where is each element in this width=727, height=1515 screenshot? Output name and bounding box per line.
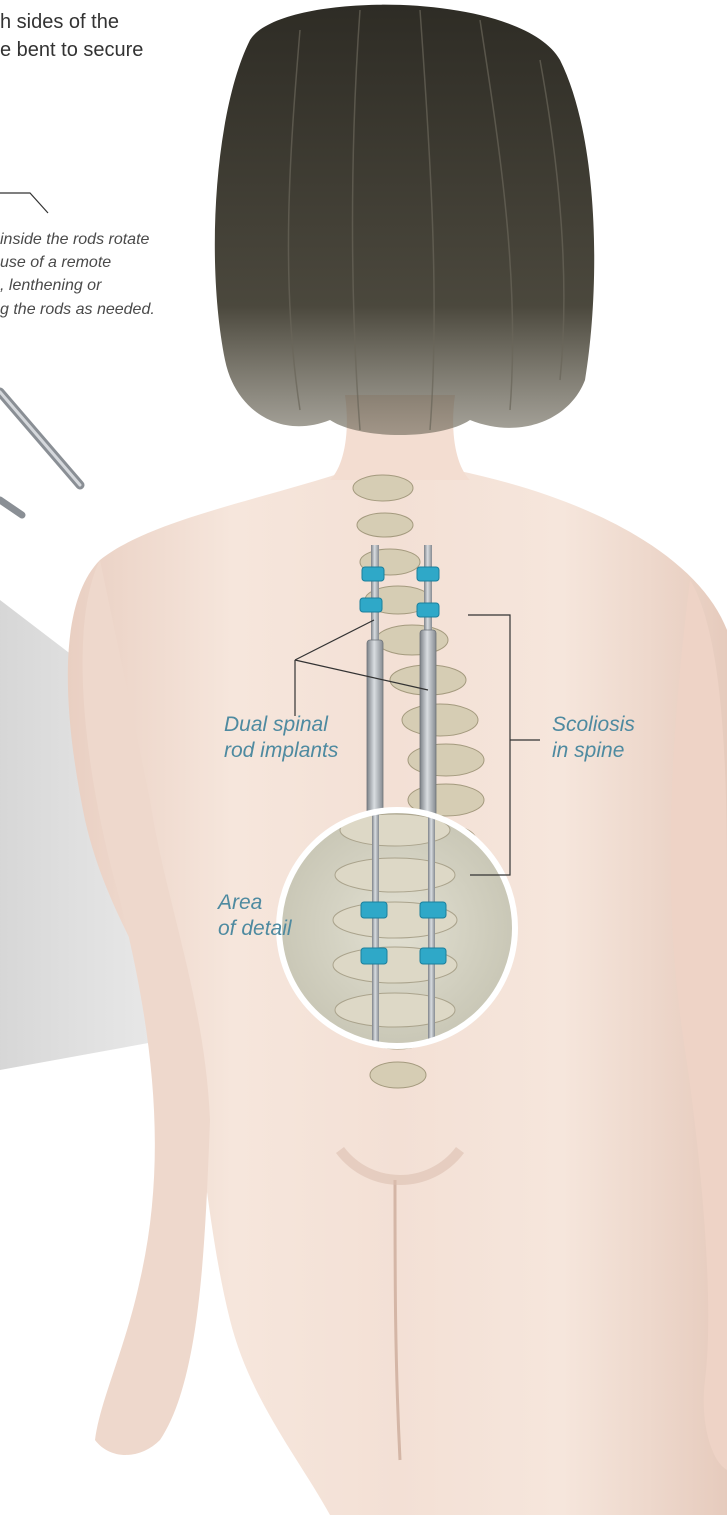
mechanism-note-line-1: inside the rods rotate xyxy=(0,228,155,251)
rods-label: Dual spinal rod implants xyxy=(224,712,338,765)
mechanism-note-line-2: use of a remote xyxy=(0,251,155,274)
scoliosis-label-line-2: in spine xyxy=(552,738,635,764)
mechanism-note-line-3: , lenthening or xyxy=(0,274,155,297)
detail-label-line-1: Area xyxy=(218,890,292,916)
intro-text: h sides of the e bent to secure xyxy=(0,8,143,64)
scoliosis-label-line-1: Scoliosis xyxy=(552,712,635,738)
rods-label-line-2: rod implants xyxy=(224,738,338,764)
rod-parts-illustration xyxy=(0,392,80,515)
mechanism-note-line-4: g the rods as needed. xyxy=(0,298,155,321)
mechanism-note: inside the rods rotate use of a remote ,… xyxy=(0,228,155,321)
rods-label-line-1: Dual spinal xyxy=(224,712,338,738)
intro-text-line-1: h sides of the xyxy=(0,8,143,36)
scoliosis-label: Scoliosis in spine xyxy=(552,712,635,765)
detail-label: Area of detail xyxy=(218,890,292,943)
detail-label-line-2: of detail xyxy=(218,916,292,942)
intro-text-line-2: e bent to secure xyxy=(0,36,143,64)
hair xyxy=(215,5,594,435)
